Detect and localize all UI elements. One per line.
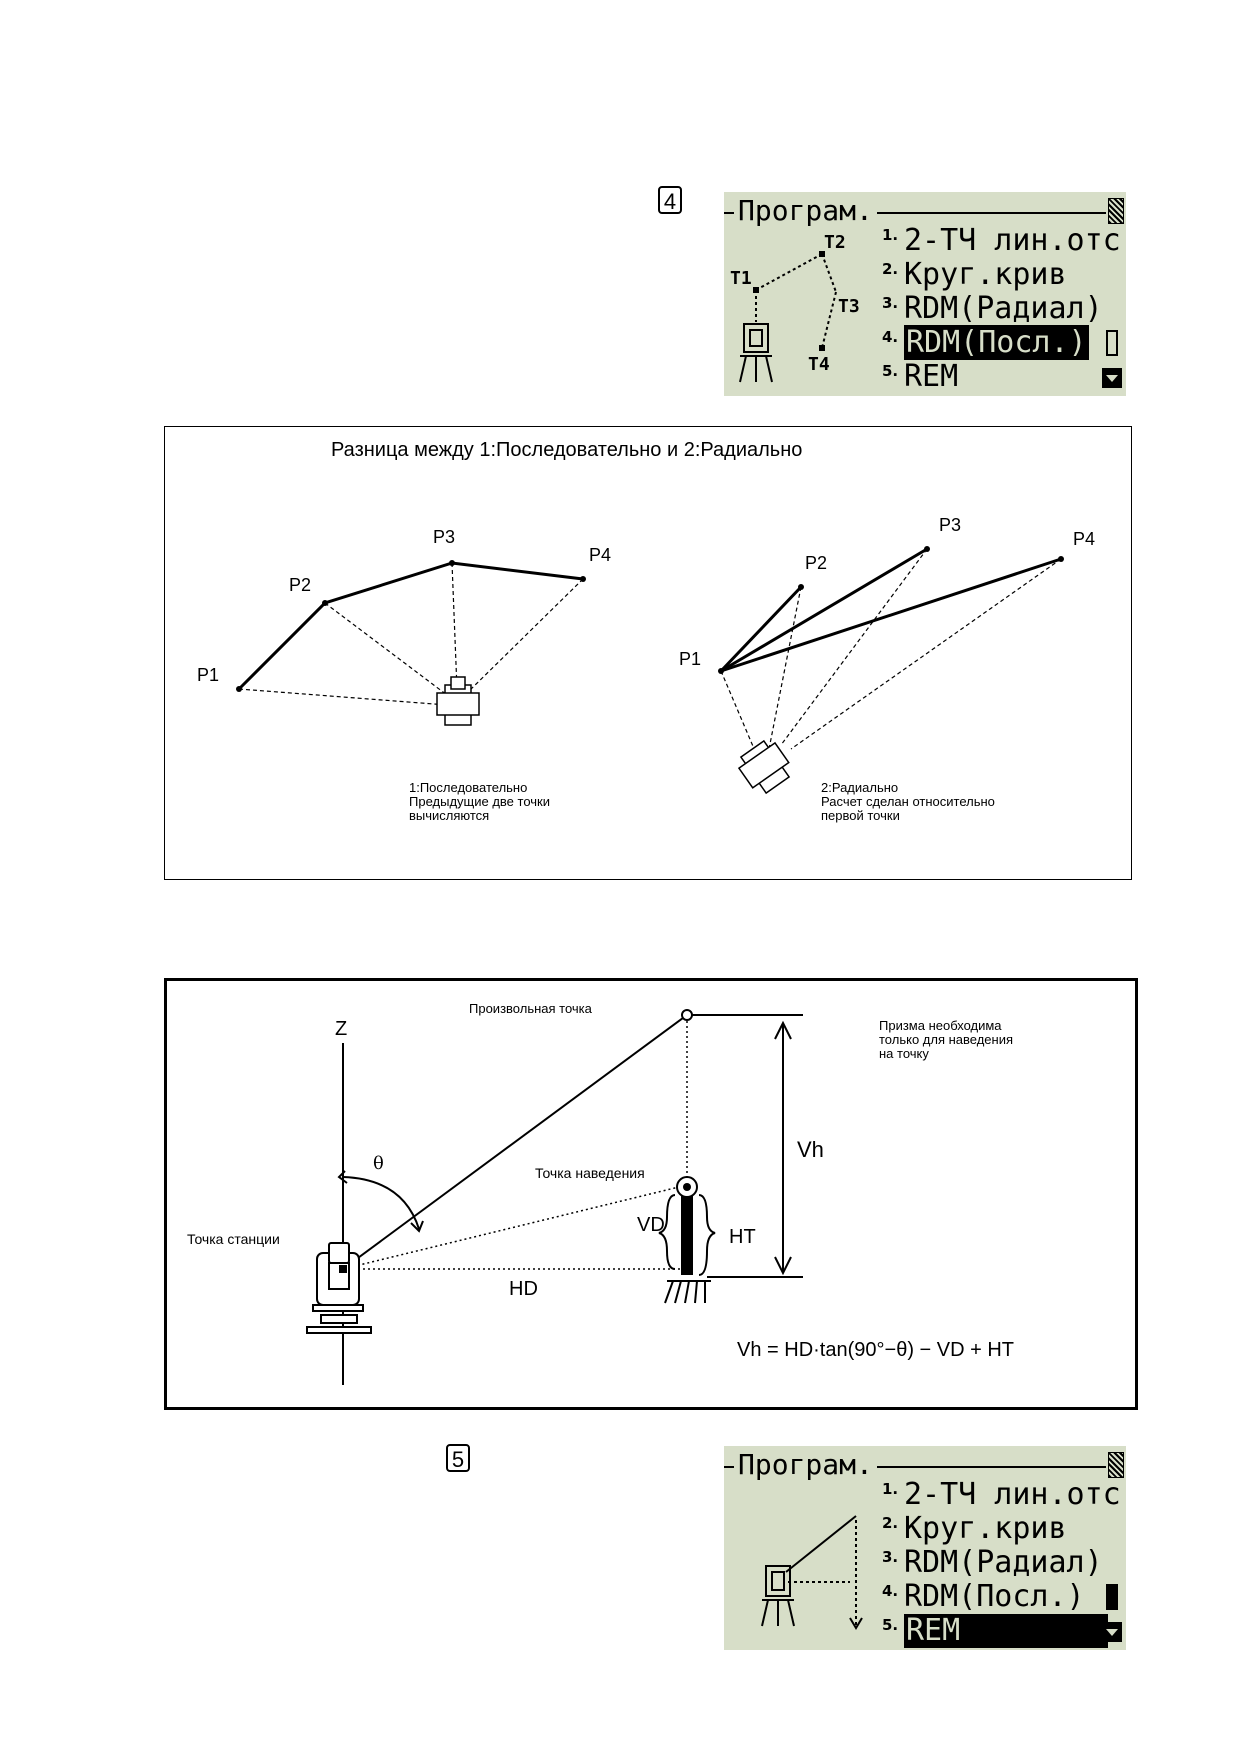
vh-label: Vh [797, 1137, 824, 1162]
caption-radial-line2: Расчет сделан относительно [821, 794, 995, 809]
z-axis-label: Z [335, 1018, 347, 1040]
right-point-p3: P3 [939, 515, 961, 535]
graphic-label-t2: T2 [824, 232, 846, 253]
scrollbar-icon [1108, 198, 1124, 224]
lcd-title: Програм. [734, 1448, 877, 1482]
graphic-label-t1: T1 [730, 268, 752, 289]
menu-item-3[interactable]: 3.RDM(Радиал) [882, 1545, 1103, 1580]
right-point-p4: P4 [1073, 529, 1095, 549]
menu-item-5-selected[interactable]: 5.REM [882, 1614, 1110, 1648]
menu-item-4[interactable]: 4.RDM(Посл.) [882, 1579, 1085, 1614]
menu-item-5[interactable]: 5.REM [882, 359, 959, 394]
sequential-radial-diagram: P1 P2 P3 P4 P1 P2 P3 P4 [197, 515, 1095, 795]
step-number-4: 4 [658, 186, 682, 214]
left-point-p1: P1 [197, 665, 219, 685]
scroll-down-icon[interactable] [1102, 368, 1122, 388]
caption-sequential-line3: вычисляются [409, 808, 490, 823]
graphic-label-t4: T4 [808, 354, 830, 375]
station-point-label: Точка станции [187, 1231, 280, 1247]
figure-title: Разница между 1:Последовательно и 2:Ради… [331, 439, 803, 461]
left-point-p2: P2 [289, 575, 311, 595]
graphic-label-t3: T3 [838, 296, 860, 317]
battery-icon [1106, 330, 1118, 356]
figure-remote-elevation: Z θ Vh VD HT HD Произвольная точка Призм… [164, 978, 1138, 1410]
caption-sequential: 1:Последовательно Предыдущие две точки в… [409, 781, 550, 823]
scrollbar-icon [1108, 1452, 1124, 1478]
figure-sequential-vs-radial: Разница между 1:Последовательно и 2:Ради… [164, 426, 1132, 880]
caption-radial-line1: 2:Радиально [821, 780, 899, 795]
lcd-title: Програм. [734, 194, 877, 228]
menu-item-4-selected[interactable]: 4.RDM(Посл.) [882, 325, 1089, 360]
vd-label: VD [637, 1214, 665, 1236]
menu-item-1[interactable]: 1.2-ТЧ лин.отс [882, 223, 1121, 258]
left-point-p3: P3 [433, 527, 455, 547]
lcd-title-rule [724, 212, 1106, 214]
ht-label: HT [729, 1226, 756, 1248]
menu-item-2[interactable]: 2.Круг.крив [882, 257, 1067, 292]
rem-formula: Vh = HD·tan(90°−θ) − VD + HT [737, 1339, 1015, 1361]
scroll-down-icon[interactable] [1102, 1622, 1122, 1642]
right-point-p1: P1 [679, 649, 701, 669]
menu-item-1[interactable]: 1.2-ТЧ лин.отс [882, 1477, 1121, 1512]
rem-graphic-icon [761, 1515, 863, 1630]
prism-note-line3: на точку [879, 1046, 929, 1061]
left-point-p4: P4 [589, 545, 611, 565]
battery-icon [1106, 1584, 1118, 1610]
caption-sequential-line2: Предыдущие две точки [409, 794, 550, 809]
caption-radial-line3: первой точки [821, 808, 900, 823]
hd-label: HD [509, 1278, 538, 1300]
lcd-title-rule [724, 1466, 1106, 1468]
target-point-label: Точка наведения [535, 1165, 645, 1181]
prism-note-line1: Призма необходима [879, 1018, 1002, 1033]
theta-label: θ [373, 1153, 384, 1174]
lcd-screen-rem: Програм. 1.2-ТЧ лин.отс 2.Круг.крив 3.RD… [724, 1446, 1126, 1650]
arbitrary-point-label: Произвольная точка [469, 1001, 592, 1016]
prism-note: Призма необходима только для наведения н… [879, 1019, 1013, 1061]
lcd-screen-rdm-sequential: Програм. T1 T2 T3 T4 1.2-ТЧ лин.отс 2.Кр… [724, 192, 1126, 396]
caption-sequential-line1: 1:Последовательно [409, 780, 528, 795]
remote-elevation-diagram: Z θ Vh VD HT HD [306, 1009, 824, 1385]
prism-note-line2: только для наведения [879, 1032, 1014, 1047]
menu-item-2[interactable]: 2.Круг.крив [882, 1511, 1067, 1546]
menu-item-3[interactable]: 3.RDM(Радиал) [882, 291, 1103, 326]
step-number-5: 5 [446, 1444, 470, 1472]
right-point-p2: P2 [805, 553, 827, 573]
traverse-graphic-icon: T1 T2 T3 T4 [730, 232, 860, 383]
caption-radial: 2:Радиально Расчет сделан относительно п… [821, 781, 995, 823]
